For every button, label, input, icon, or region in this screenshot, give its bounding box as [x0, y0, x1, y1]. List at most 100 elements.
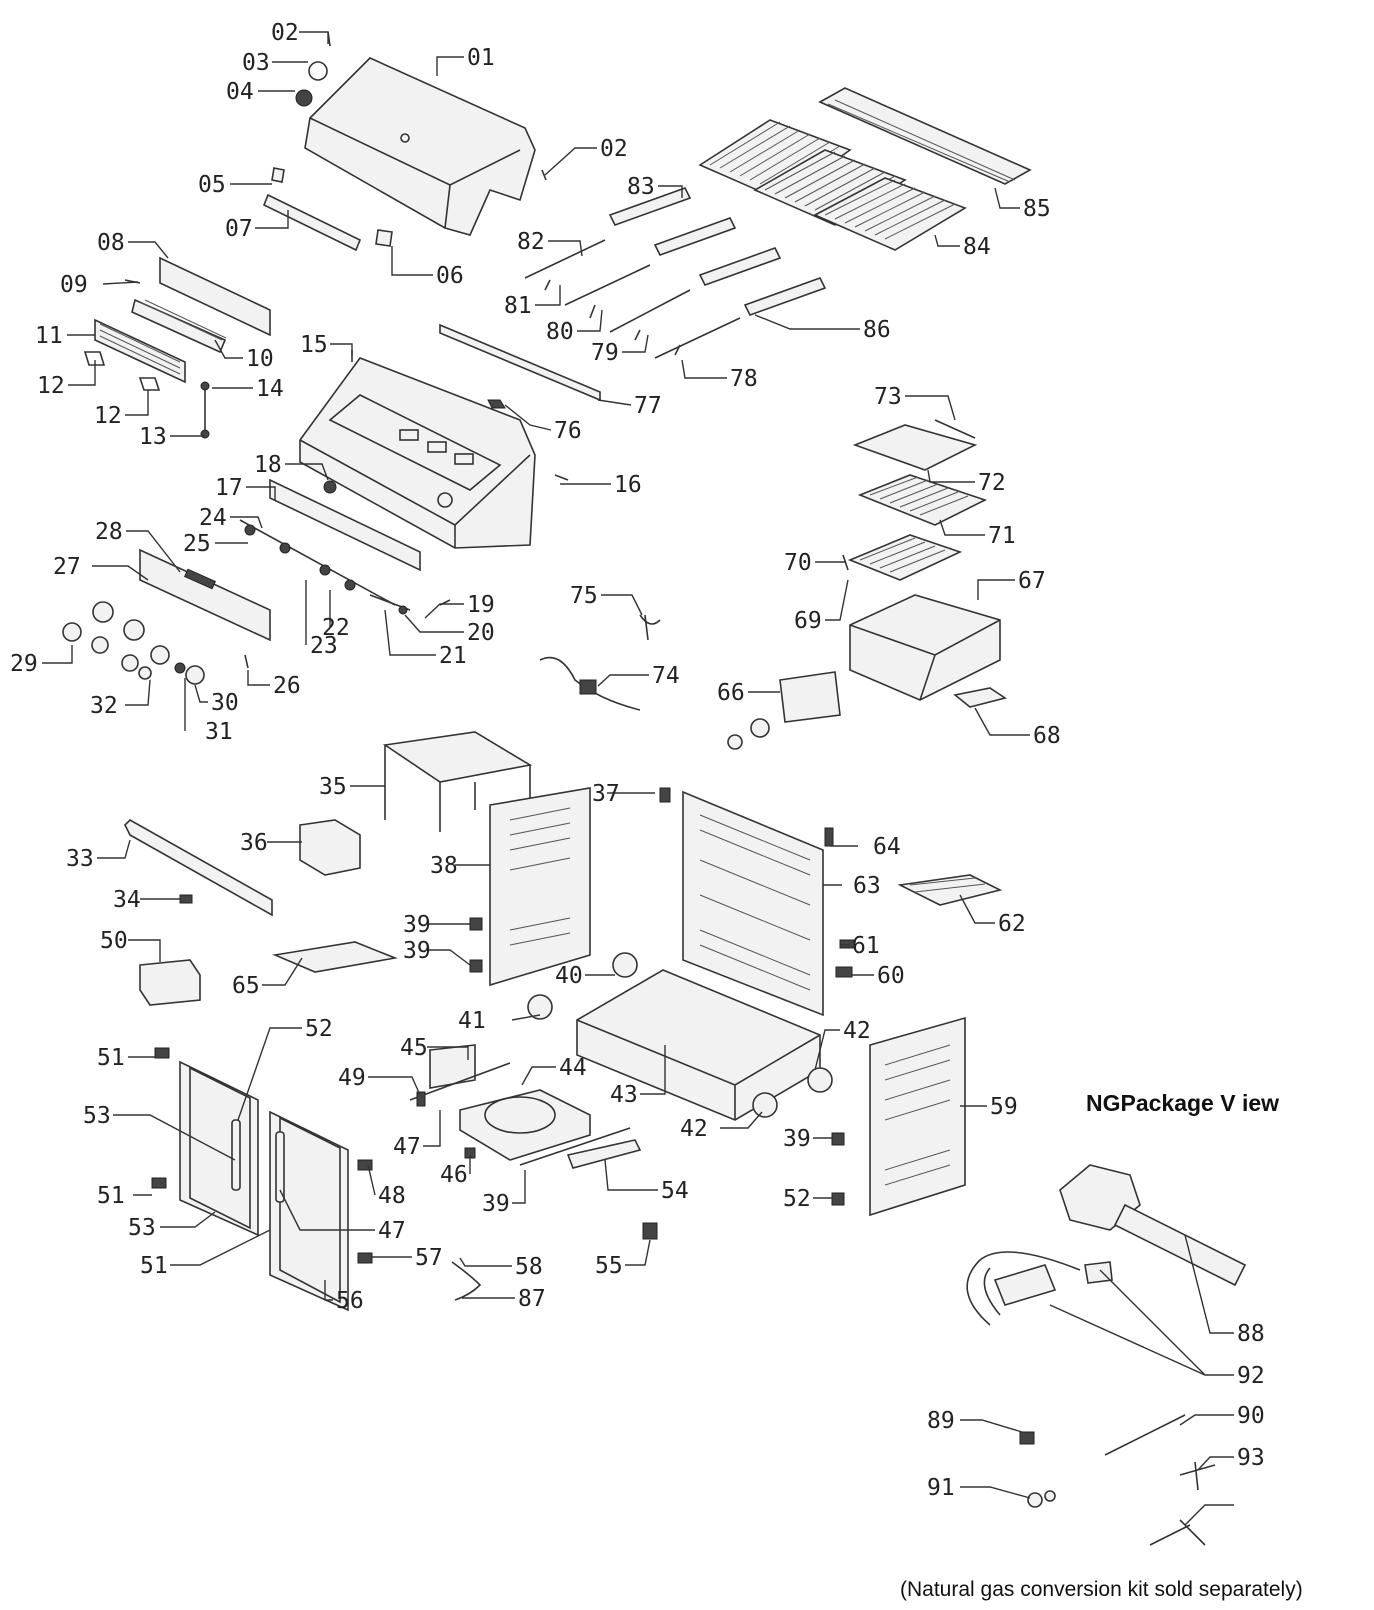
callout-label: 42: [843, 1018, 871, 1044]
callout-leaders: [42, 31, 1234, 1526]
callout-label: 55: [595, 1253, 623, 1279]
callout-label: 59: [990, 1094, 1018, 1120]
callout-label: 39: [403, 912, 431, 938]
callout-label: 29: [10, 651, 38, 677]
callout-label: 81: [504, 293, 532, 319]
grates-and-burners: [524, 87, 1032, 359]
callout-label: 47: [378, 1218, 406, 1244]
callout-label: 30: [211, 690, 239, 716]
callout-label: 92: [1237, 1363, 1265, 1389]
callout-label: 46: [440, 1162, 468, 1188]
callout-label: 17: [215, 475, 243, 501]
callout-label: 63: [853, 873, 881, 899]
callout-label: 60: [877, 963, 905, 989]
callout-label: 10: [246, 346, 274, 372]
callout-label: 04: [226, 79, 254, 105]
callout-label: 52: [783, 1186, 811, 1212]
callout-label: 31: [205, 719, 233, 745]
callout-label: 01: [467, 45, 495, 71]
callout-label: 14: [256, 376, 284, 402]
callout-label: 89: [927, 1408, 955, 1434]
callout-label: 32: [90, 693, 118, 719]
callout-label: 03: [242, 50, 270, 76]
callout-label: 67: [1018, 568, 1046, 594]
callout-label: 90: [1237, 1403, 1265, 1429]
ng-package-parts: [966, 1164, 1247, 1546]
callout-label: 91: [927, 1475, 955, 1501]
callout-label: 86: [863, 317, 891, 343]
callout-label: 42: [680, 1116, 708, 1142]
callout-label: 15: [300, 332, 328, 358]
callout-label: 72: [978, 470, 1006, 496]
callout-label: 12: [37, 373, 65, 399]
callout-label: 13: [139, 424, 167, 450]
callout-label: 51: [140, 1253, 168, 1279]
callout-label: 12: [94, 403, 122, 429]
callout-label: 41: [458, 1008, 486, 1034]
callout-label: 08: [97, 230, 125, 256]
control-panel-parts: [139, 478, 451, 669]
callout-label: 33: [66, 846, 94, 872]
callout-label: 77: [634, 393, 662, 419]
side-burner-parts: [727, 419, 1007, 750]
callout-label: 65: [232, 973, 260, 999]
callout-label: 51: [97, 1045, 125, 1071]
callout-label: 70: [784, 550, 812, 576]
igniter-wiring-parts: [539, 614, 661, 711]
callout-label: 36: [240, 830, 268, 856]
callout-label: 43: [610, 1082, 638, 1108]
lid-part: [304, 57, 536, 236]
callout-label: 26: [273, 673, 301, 699]
callout-label: 39: [783, 1126, 811, 1152]
callout-label: 49: [338, 1065, 366, 1091]
callout-label: 28: [95, 519, 123, 545]
callout-label: 51: [97, 1183, 125, 1209]
callout-label: 88: [1237, 1321, 1265, 1347]
callout-label: 22: [322, 615, 350, 641]
callout-label: 71: [988, 523, 1016, 549]
callout-label: 54: [661, 1178, 689, 1204]
callout-label: 74: [652, 663, 680, 689]
handle-parts: [262, 31, 547, 252]
callout-label: 62: [998, 911, 1026, 937]
callout-label: 82: [517, 229, 545, 255]
callout-label: 21: [439, 643, 467, 669]
callout-label: 16: [614, 472, 642, 498]
callout-label: 80: [546, 319, 574, 345]
callout-label: 44: [559, 1055, 587, 1081]
callout-label: 34: [113, 887, 141, 913]
callout-label: 85: [1023, 196, 1051, 222]
callout-label: 83: [627, 174, 655, 200]
callout-label: 64: [873, 834, 901, 860]
callout-label: 75: [570, 583, 598, 609]
callout-label: 84: [963, 234, 991, 260]
callout-label: 24: [199, 505, 227, 531]
callout-label: 39: [482, 1191, 510, 1217]
callout-label: 11: [35, 323, 63, 349]
firebox-part: [299, 323, 601, 549]
callout-label: 06: [436, 263, 464, 289]
callout-label: 61: [852, 933, 880, 959]
callout-label: 68: [1033, 723, 1061, 749]
callout-label: 18: [254, 452, 282, 478]
callout-label: 40: [555, 963, 583, 989]
callout-label: 19: [467, 592, 495, 618]
callout-label: 53: [128, 1215, 156, 1241]
callout-label: 76: [554, 418, 582, 444]
caster-wheels: [527, 952, 833, 1118]
callout-label: 66: [717, 680, 745, 706]
callout-label: 09: [60, 272, 88, 298]
callout-label: 48: [378, 1183, 406, 1209]
callout-label: 56: [336, 1288, 364, 1314]
cart-frame-parts: [124, 731, 1003, 1217]
callout-label: 35: [319, 774, 347, 800]
callout-label: 27: [53, 554, 81, 580]
callout-label: 02: [271, 20, 299, 46]
callout-label: 52: [305, 1016, 333, 1042]
callout-label: 58: [515, 1254, 543, 1280]
callout-label: 38: [430, 853, 458, 879]
callout-label: 37: [592, 781, 620, 807]
control-knobs: [62, 601, 205, 685]
